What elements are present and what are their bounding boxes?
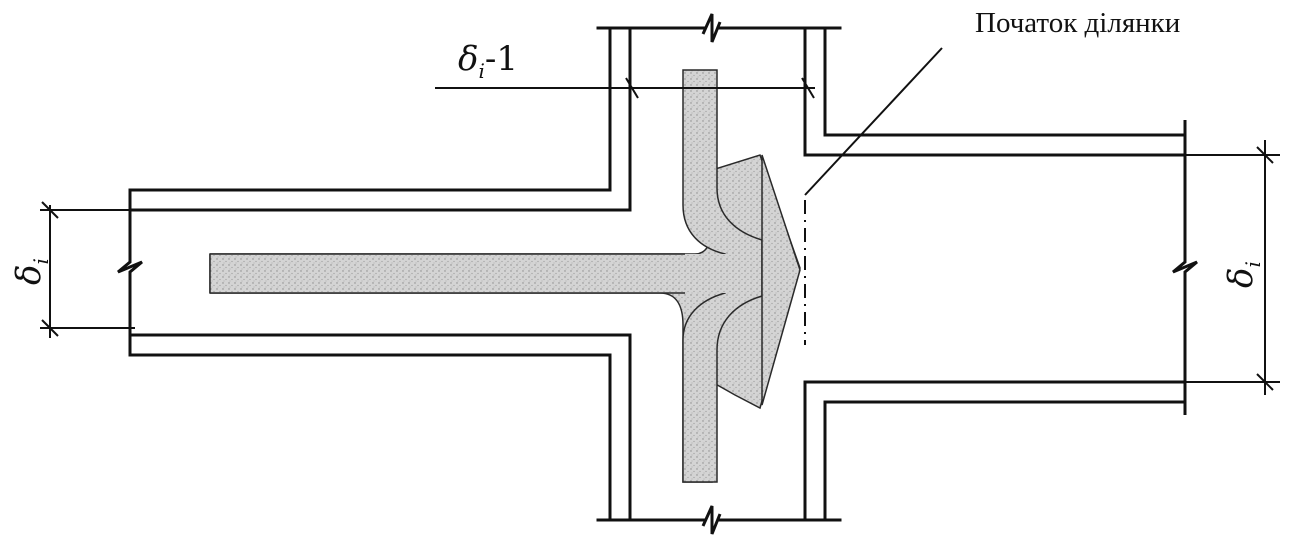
top-dimension-label: δi-1 (458, 39, 518, 83)
right-dimension-label: δi (1221, 261, 1265, 288)
top-dimension-symbol: δ (458, 39, 478, 79)
bottom-break-mark (701, 505, 722, 535)
left-duct-bottom-inner-wall (128, 333, 632, 522)
right-duct-top-outer-wall (823, 28, 1187, 137)
break-marks (117, 13, 1198, 535)
right-dimension-symbol: δ (1221, 268, 1261, 288)
right-dimension-tick-top (1256, 146, 1274, 164)
flow-arrow (209, 154, 801, 483)
right-dimension-tick-bottom (1256, 373, 1274, 391)
right-dimension-subscript: i (1241, 261, 1265, 267)
annotation-leader-line (804, 47, 943, 196)
annotation-label: Початок ділянки (975, 7, 1180, 39)
left-dimension-tick-bottom (41, 319, 59, 337)
duct-walls (128, 26, 1187, 522)
left-duct-top-outer-wall (128, 28, 612, 192)
left-duct-top-inner-wall (128, 28, 632, 212)
flow-arrow-head (761, 154, 801, 406)
top-dimension-subscript: i (478, 59, 484, 83)
top-dimension-tick-left (625, 77, 639, 99)
left-dimension-symbol: δ (9, 265, 49, 285)
left-dimension-subscript: i (29, 258, 53, 264)
dimension-lines (40, 47, 1280, 395)
flow-arrow-vertical-branch (682, 69, 763, 483)
right-duct-bottom-inner-wall (803, 380, 1187, 522)
top-dimension-suffix: -1 (485, 39, 518, 79)
flow-arrow-shaft (210, 254, 750, 293)
top-dimension-tick-right (801, 77, 815, 99)
left-break-mark (117, 190, 143, 355)
left-duct-bottom-outer-wall (128, 353, 612, 522)
left-dimension-tick-top (41, 201, 59, 219)
left-dimension-label: δi (9, 258, 53, 285)
top-break-mark (701, 13, 722, 43)
right-duct-bottom-outer-wall (823, 400, 1187, 522)
right-duct-top-inner-wall (803, 28, 1187, 157)
right-break-mark (1172, 120, 1198, 415)
